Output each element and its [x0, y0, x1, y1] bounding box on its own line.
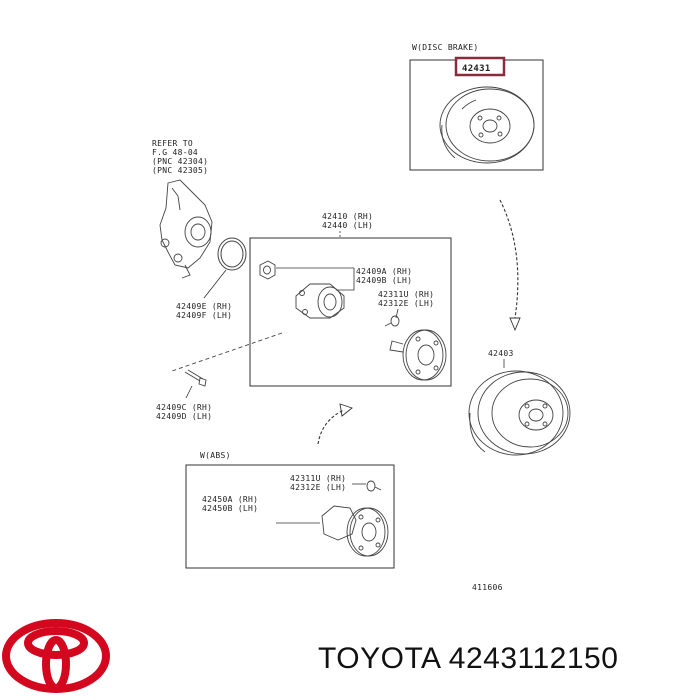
- abs-hub-drawing: [321, 505, 389, 557]
- abs-frame: [185, 464, 395, 569]
- abs-hub-label-lh: 42450B (LH): [202, 504, 258, 513]
- nut-label-rh: 42409A (RH): [356, 267, 412, 276]
- brake-disc-drawing: [439, 86, 535, 164]
- highlighted-part-box: [454, 56, 506, 77]
- abs-note: W(ABS): [200, 451, 231, 460]
- steering-knuckle-drawing: [159, 179, 213, 279]
- abs-bolt-label-rh: 42311U (RH): [290, 474, 346, 483]
- refer-line-3: (PNC 42304): [152, 157, 208, 166]
- bearing-leader: [336, 268, 355, 291]
- disc-brake-frame: [409, 59, 544, 171]
- o-ring-label-rh: 42409E (RH): [176, 302, 232, 311]
- refer-line-4: (PNC 42305): [152, 166, 208, 175]
- brand-and-part-number: TOYOTA 4243112150: [318, 642, 618, 676]
- diagram-code: 411606: [472, 583, 503, 592]
- part-number: 4243112150: [448, 642, 619, 675]
- lower-bolt-leader: [185, 385, 193, 399]
- hub-assembly-frame: [249, 237, 452, 387]
- bolt-label-lh: 42312E (LH): [378, 299, 434, 308]
- abs-hub-label-rh: 42450A (RH): [202, 495, 258, 504]
- bolt-label-rh: 42311U (RH): [378, 290, 434, 299]
- abs-bolt-drawing: [366, 480, 382, 492]
- disc-brake-note: W(DISC BRAKE): [412, 43, 479, 52]
- o-ring-drawing: [217, 237, 247, 271]
- refer-line-1: REFER TO: [152, 139, 193, 148]
- hub-label-rh: 42410 (RH): [322, 212, 373, 221]
- hub-bearing-drawing: [295, 283, 345, 319]
- lower-bolt-drawing: [184, 369, 207, 387]
- hub-label-lh: 42440 (LH): [322, 221, 373, 230]
- abs-bolt-label-lh: 42312E (LH): [290, 483, 346, 492]
- disc-direction-arrow: [499, 199, 519, 319]
- lower-bolt-label-lh: 42409D (LH): [156, 412, 212, 421]
- disc-arrowhead: [509, 317, 521, 332]
- disc-part-number: 42431: [462, 64, 491, 74]
- abs-arrowhead: [339, 403, 353, 417]
- lower-bolt-label-rh: 42409C (RH): [156, 403, 212, 412]
- brake-drum-drawing: [468, 370, 571, 456]
- drum-part-number: 42403: [488, 349, 514, 358]
- o-ring-label-lh: 42409F (LH): [176, 311, 232, 320]
- nut-drawing: [259, 260, 276, 280]
- toyota-logo-icon: [2, 619, 110, 693]
- axle-hub-drawing: [389, 329, 447, 381]
- assembly-guide-line: [171, 332, 283, 372]
- refer-line-2: F.G 48-04: [152, 148, 198, 157]
- brand-name: TOYOTA: [318, 642, 440, 675]
- nut-label-lh: 42409B (LH): [356, 276, 412, 285]
- hub-bolt-drawing: [384, 315, 400, 327]
- o-ring-leader: [203, 269, 227, 299]
- abs-direction-arrow: [317, 409, 345, 445]
